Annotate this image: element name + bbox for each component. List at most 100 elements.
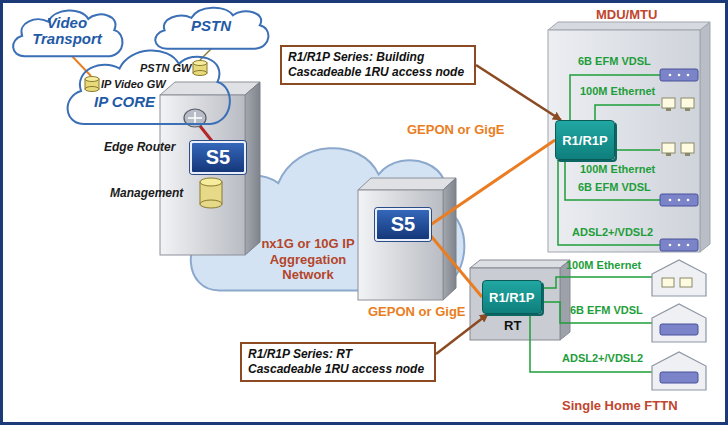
chassis-front [160,95,245,255]
pc-monitor [681,143,694,153]
router-link [200,126,212,141]
pc-monitor [681,98,694,108]
line-type-label: ADSL2+/VDSL2 [562,352,643,364]
cylinder-top [200,178,222,186]
cloud-outline [155,8,268,49]
device-label: Management [110,186,183,200]
adsl-modem [660,239,698,251]
rt-cabinet [470,260,570,340]
cloud-label: Video Transport [24,15,110,47]
uplink-line [431,236,482,297]
modem-led [687,199,690,202]
modem-led [669,199,672,202]
cylinder-base [200,200,222,208]
switch-box: S5 [375,208,431,241]
pc-pair [662,98,694,111]
node-label: R1/R1P [489,290,535,305]
cabinet-front [470,268,560,340]
house-outline [652,260,706,296]
cylinder-base [85,87,99,92]
modem-led [669,244,672,247]
cloud-shape: PSTN [150,2,272,52]
modem-case [660,372,698,383]
vdsl-line [570,75,660,120]
modem-led [678,199,681,202]
modem-case [660,239,698,251]
pc-stand [685,108,690,111]
site-label: MDU/MTU [596,7,657,22]
vdsl-modem [660,69,698,81]
pc-monitor [680,278,692,287]
cabinet-side [560,260,570,340]
line-type-label: 100M Ethernet [580,85,655,97]
house [652,260,706,296]
site-label: Single Home FTTN [562,398,678,413]
aggregation-chassis [358,178,456,300]
modem-led [678,74,681,77]
cylinder-top [193,61,207,66]
modem-led [678,244,681,247]
house-outline [652,304,706,342]
mdu-building [548,22,710,252]
callout-box: R1/R1P Series: Building Cascadeable 1RU … [280,45,476,85]
line-type-label: 100M Ethernet [566,259,641,271]
house [652,352,706,390]
house [652,304,706,342]
vdsl-line [565,160,660,200]
modem-case [660,324,698,335]
management-cylinder [200,178,222,208]
building-front [548,30,700,252]
callout-arrow [476,65,561,120]
modem-case [660,69,698,81]
cylinder-top [85,77,99,82]
cloud-label: PSTN [191,18,231,34]
callout-box: R1/R1P Series: RT Cascadeable 1RU access… [240,342,436,382]
ethernet-line [540,277,652,288]
callout-arrow [436,314,488,354]
chassis-front [358,190,443,300]
switch-box: S5 [190,141,246,174]
cabinet-top [470,260,570,268]
line-type-label: 6B EFM VDSL [578,181,651,193]
pc-monitor [662,143,675,153]
building-side [700,22,710,252]
house-outline [652,352,706,390]
ethernet-line [615,149,660,151]
cloud-outline [68,50,230,124]
router-arrows [188,112,202,124]
link-label: GEPON or GigE [366,304,468,319]
access-node-box: R1/R1P [555,120,615,160]
access-node-box: R1/R1P [482,280,542,314]
line-type-label: ADSL2+/VDSL2 [572,226,653,238]
device-label: Edge Router [104,140,175,154]
line-type-label: 100M Ethernet [580,163,655,175]
gateway-cylinder [85,77,99,92]
modem-led [687,244,690,247]
cabinet-label: RT [504,318,521,333]
home-wiring [530,277,652,372]
line-type-label: 6B EFM VDSL [578,55,651,67]
node-label: R1/R1P [562,133,608,148]
cloud-outline [13,10,122,56]
modem-led [687,74,690,77]
link-label: GEPON or GigE [405,122,507,137]
line-type-label: 6B EFM VDSL [570,304,643,316]
ethernet-line [595,105,660,120]
gateway-label: PSTN GW [140,62,191,74]
adsl-line [558,160,660,245]
node-label: R1/R1P Series: RT Cascadeable 1RU access… [248,347,428,377]
gateway-label: IP Video GW [101,78,166,90]
vdsl-modem [660,194,698,206]
uplink-line [431,140,555,225]
modem-led [669,74,672,77]
chassis-top [358,178,456,190]
pc-stand [666,108,671,111]
pc-stand [666,153,671,156]
adsl-line [530,314,652,372]
video-link [70,54,91,76]
chassis-side [245,82,260,255]
network-label: nx1G or 10G IP Aggregation Network [258,236,358,283]
modem-case [660,194,698,206]
gateway-cylinder [193,61,207,76]
